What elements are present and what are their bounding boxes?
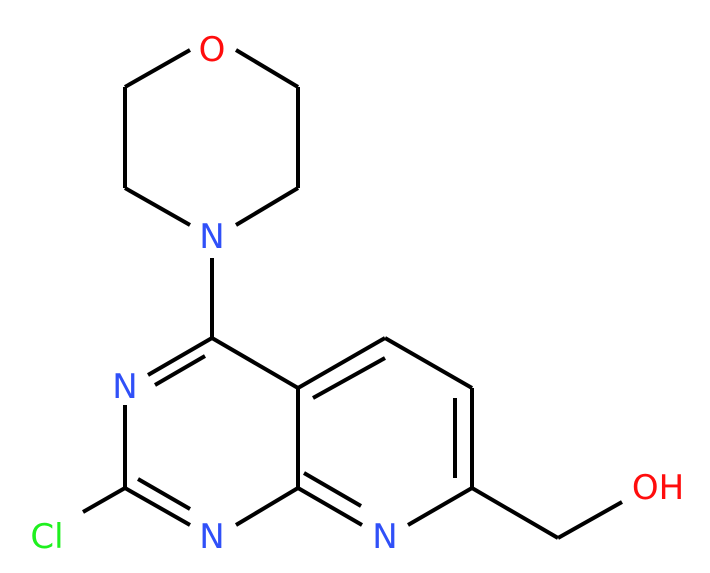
bond — [234, 486, 300, 527]
bond — [146, 336, 214, 377]
bond — [406, 486, 474, 527]
atom-label-hydroxyl: OH — [632, 468, 684, 508]
atom-label-chlorine: Cl — [30, 517, 63, 557]
bond — [302, 471, 363, 508]
bond — [124, 186, 191, 227]
atom-label-nitrogen: N — [372, 517, 397, 557]
bond — [234, 48, 300, 89]
bond — [153, 354, 207, 387]
bond — [124, 48, 191, 89]
bond — [557, 500, 623, 540]
bond — [82, 486, 126, 514]
bond — [137, 477, 191, 511]
atom-label-nitrogen: N — [199, 217, 224, 257]
bond — [312, 356, 386, 400]
bond — [384, 336, 473, 390]
bond — [470, 486, 560, 540]
bond — [296, 486, 364, 527]
atom-labels: O N N N N Cl OH — [30, 30, 684, 557]
bond — [297, 336, 386, 390]
bond-lines — [82, 48, 623, 540]
bond — [210, 336, 300, 390]
atom-label-nitrogen: N — [199, 517, 224, 557]
atom-label-oxygen: O — [199, 30, 226, 70]
bond — [124, 486, 191, 527]
atom-label-nitrogen: N — [112, 367, 137, 407]
bond — [234, 186, 300, 227]
